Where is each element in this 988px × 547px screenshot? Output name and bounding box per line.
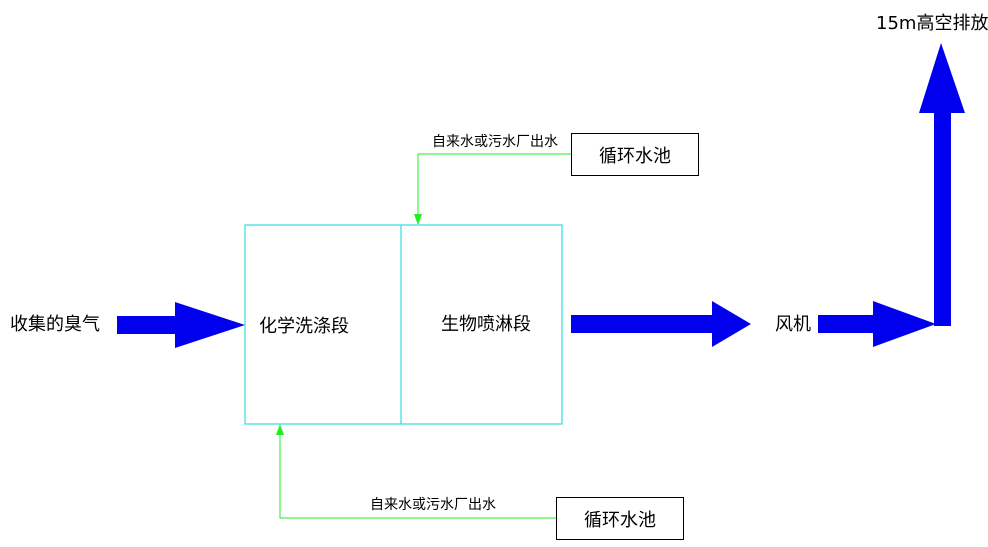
source-label: 收集的臭气 [10, 314, 100, 335]
stack-arrow [919, 43, 965, 326]
outlet-arrow [571, 301, 751, 347]
water-line-top [417, 153, 571, 224]
water-bottom-label: 自来水或污水厂出水 [370, 497, 496, 513]
scrubber-tower-outline [244, 224, 563, 425]
pool-top-label: 循环水池 [599, 145, 671, 167]
water-line-bottom [279, 425, 556, 519]
pool-bottom-label: 循环水池 [584, 509, 656, 531]
discharge-label: 15m高空排放 [876, 13, 988, 34]
inlet-arrow [117, 302, 245, 348]
pool-bottom-box: 循环水池 [556, 497, 684, 540]
water-line-top-arrowhead [414, 214, 422, 225]
bio-spray-label: 生物喷淋段 [441, 314, 531, 335]
fan-to-stack-arrow [818, 301, 936, 347]
pool-top-box: 循环水池 [571, 133, 699, 176]
water-top-label: 自来水或污水厂出水 [432, 134, 558, 150]
water-line-bottom-arrowhead [276, 424, 284, 435]
fan-label: 风机 [775, 314, 811, 335]
chem-wash-label: 化学洗涤段 [259, 316, 349, 337]
